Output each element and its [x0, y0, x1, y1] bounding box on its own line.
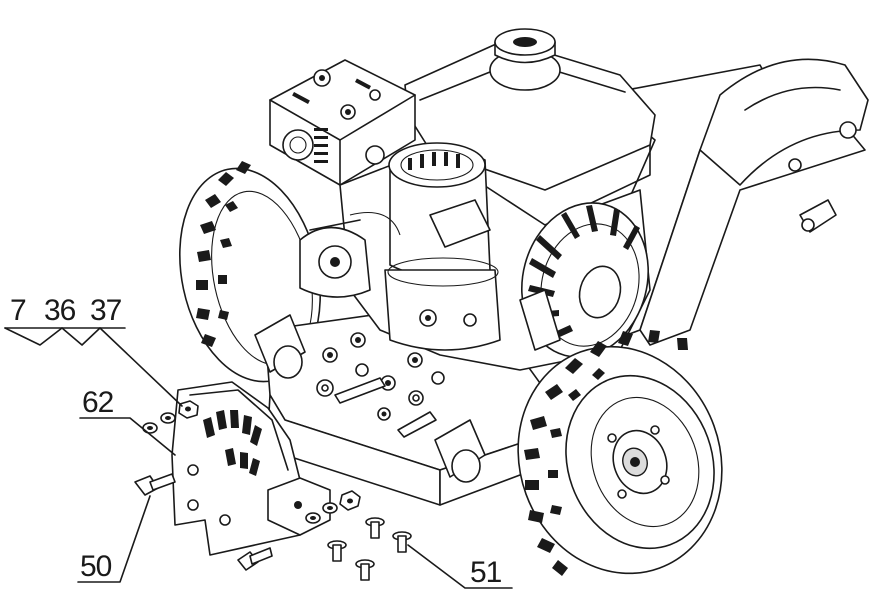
- loose-hardware: [134, 400, 412, 581]
- callout-62: 62: [82, 386, 114, 419]
- callout-51: 51: [470, 556, 502, 589]
- callout-7: 7: [10, 294, 26, 327]
- right-wheel: [517, 330, 723, 576]
- callout-50: 50: [80, 550, 112, 583]
- engine: [269, 28, 656, 371]
- leader-lines: [4, 327, 513, 589]
- callout-37: 37: [90, 294, 122, 327]
- callout-36: 36: [44, 294, 76, 327]
